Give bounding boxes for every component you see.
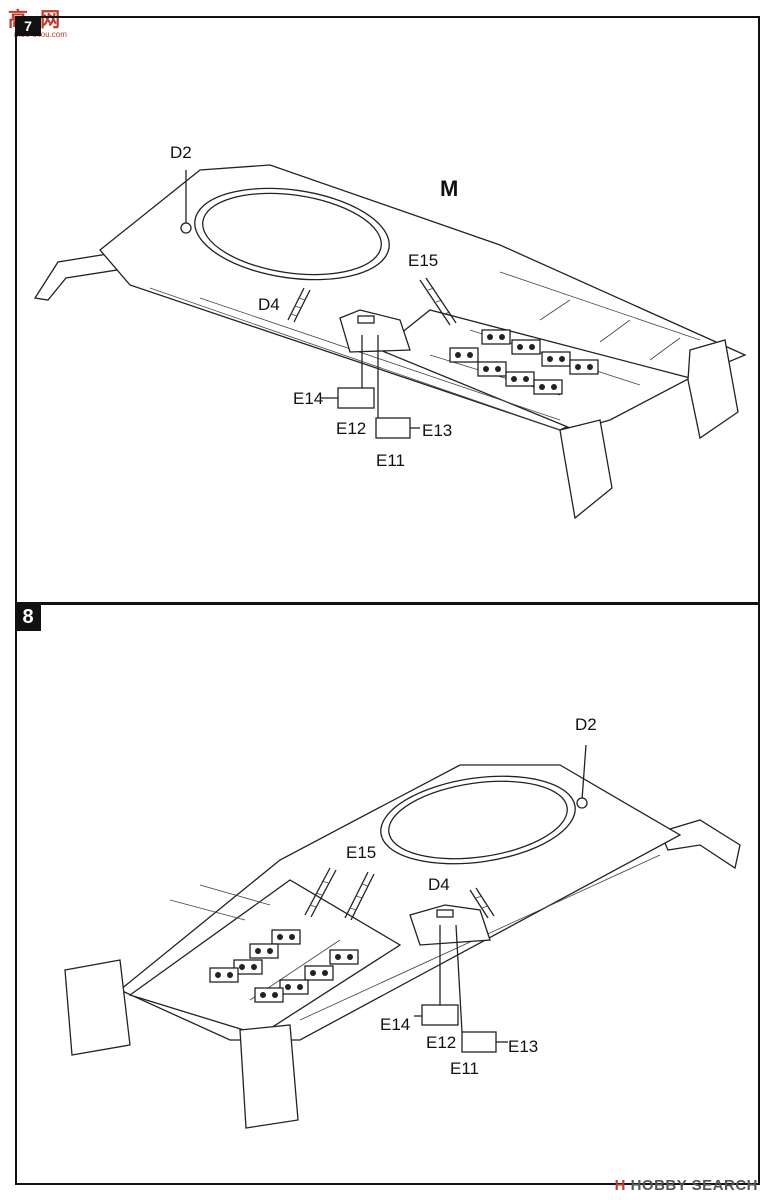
footer-brand-logo: H HOBBY SEARCH [615,1177,758,1194]
step-7-part-e14 [337,387,375,409]
step-8-label-e13: E13 [508,1037,538,1056]
step-8-label-e11: E11 [450,1059,479,1078]
step-8-right-fender [659,819,741,870]
step-8-right-rear-fender [239,1024,299,1129]
step-8-ladder-e15 [344,871,375,921]
step-8-hull-drawing [64,744,741,1129]
step-7-engine-deck [378,309,692,431]
step-8-left-rear-fender [64,959,131,1056]
step-7-label-e15: E15 [408,251,438,270]
step-8-turret-ring [380,775,576,865]
step-7-number: 7 [15,16,41,36]
footer-brand-text: HOBBY SEARCH [630,1177,758,1194]
step-7-label-e12: E12 [336,419,366,438]
step-7-label-m: M [440,176,458,201]
footer-brand-prefix: H [614,1177,626,1194]
step-8-label-e12: E12 [426,1033,456,1052]
step-8-antenna [581,744,587,801]
step-7-label-d4: D4 [258,295,280,314]
step-8-ladder-d4 [469,887,495,919]
step-7-ladder-e15 [419,277,457,326]
step-7-hull-drawing [33,164,747,520]
step-8-engine-fans [209,929,359,1003]
step-8-ladder-left [304,867,337,918]
step-7-left-rear-fender [559,419,613,520]
step-8-label-e14: E14 [380,1015,410,1034]
step-7-label-d2: D2 [170,143,192,162]
step-8-part-e13 [461,1031,497,1053]
step-7-engine-fans [449,329,599,395]
step-8-label-d4: D4 [428,875,450,894]
step-8-label-d2: D2 [575,715,597,734]
step-7-turret-ring [194,187,390,281]
step-7-label-e11: E11 [376,451,405,470]
step-8-part-e14 [421,1004,459,1026]
step-7-right-rear-fender [687,339,739,440]
step-7-part-e13 [375,417,411,439]
step-8-panel [15,603,760,1185]
step-8-label-e15: E15 [346,843,376,862]
step-7-ladder-d4 [287,287,311,323]
step-8-number: 8 [15,603,41,631]
step-7-label-e13: E13 [422,421,452,440]
step-8-hatch-block [409,904,491,946]
step-7-label-e14: E14 [293,389,323,408]
